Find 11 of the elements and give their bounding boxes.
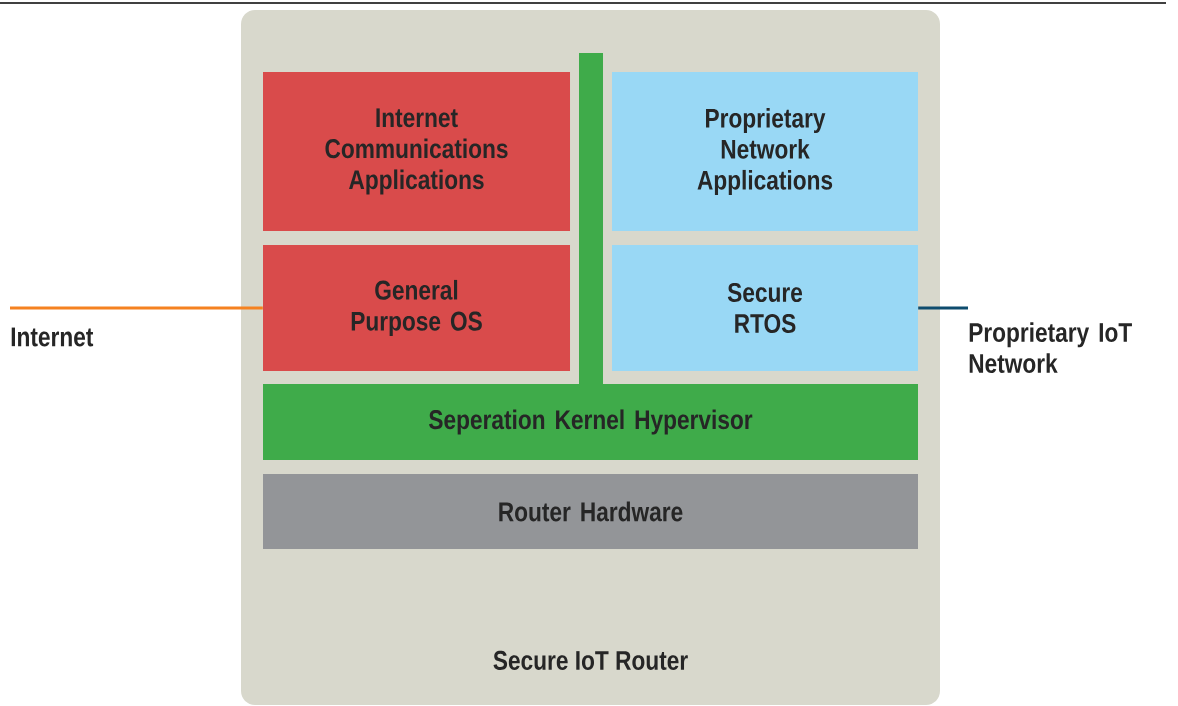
layer-box: Proprietary Network Applications (612, 72, 918, 231)
layer-box: General Purpose OS (263, 245, 570, 371)
hardware-bar: Router Hardware (263, 474, 918, 549)
separator-bar (579, 53, 603, 385)
hypervisor-bar: Seperation Kernel Hypervisor (263, 384, 918, 460)
network-label: Proprietary IoT Network (969, 322, 1132, 373)
connection-line (918, 306, 968, 310)
connection-line (10, 306, 263, 310)
layer-box: Secure RTOS (612, 245, 918, 371)
layer-box: Internet Communications Applications (263, 72, 570, 231)
network-label: Internet (11, 327, 94, 347)
